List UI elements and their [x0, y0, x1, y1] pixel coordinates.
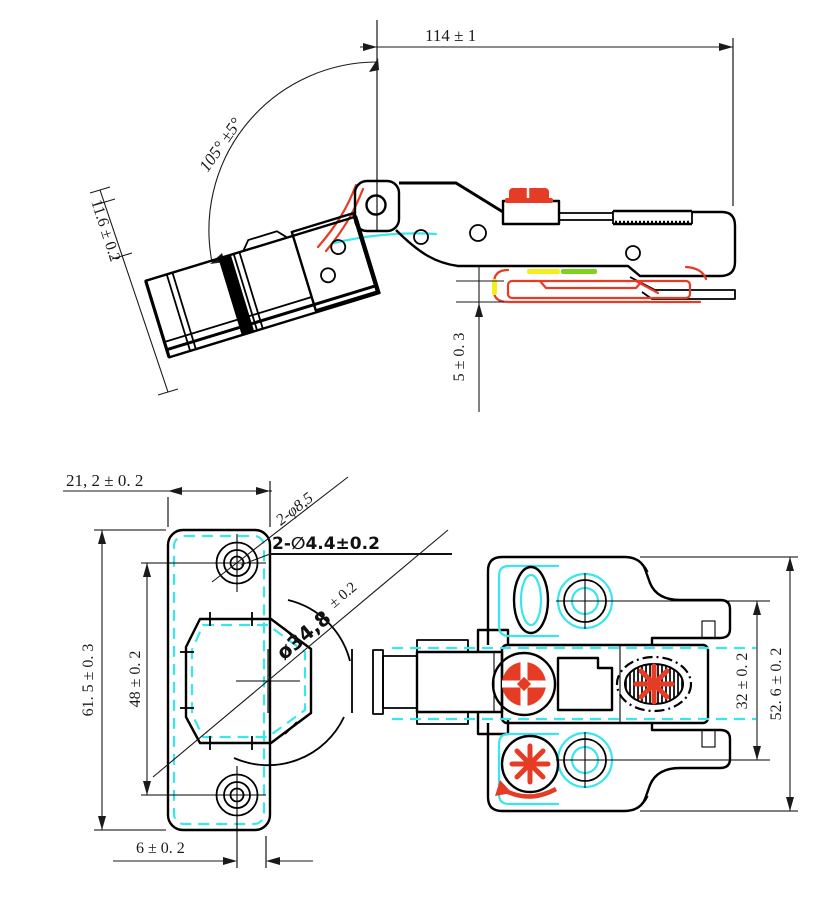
plate-hidden-cyan: [497, 732, 560, 806]
adjust-screw-seat: [501, 199, 561, 226]
cam-star-red: [509, 743, 551, 785]
dim-overall-length-label: 114 ± 1: [425, 26, 476, 45]
dim-cup-depth-group: 11.6 ± 0.2: [87, 197, 123, 263]
wing-hole-bottom: [141, 766, 266, 868]
dim-plate-hole-spacing-label: 32 ± 0. 2: [734, 653, 751, 710]
flange-tab: [701, 729, 716, 748]
cup-bore-arc: [233, 716, 345, 767]
dim-plate-hole-spacing-group: 32 ± 0. 2: [734, 653, 751, 710]
hole-note-pilot-label: 2-∅4.4±0.2: [272, 534, 380, 554]
plan-view: 21, 2 ± 0. 2 2-φ8,5 2-∅4.4±0.2 ø34,8 ± 0…: [63, 471, 798, 868]
wing-plate-hidden: [172, 534, 266, 826]
cup-hinge-block: [290, 212, 379, 312]
dim-hole-spacing-group: 48 ± 0. 2: [127, 651, 144, 708]
knuckle: [353, 179, 401, 233]
slot-oval: [512, 565, 550, 635]
arm-hole: [625, 245, 641, 261]
dim-wing-length-group: 61. 5 ± 0. 3: [80, 644, 97, 717]
dim-plate-height-label: 5 ± 0. 3: [451, 333, 468, 382]
dim-plate-length-label: 52. 6 ± 0. 2: [768, 648, 785, 721]
side-cam-screw: [495, 734, 560, 799]
cup-side-view: [144, 212, 381, 359]
cam-housing: [556, 656, 614, 712]
cup-plan-hidden: [190, 623, 307, 739]
dim-line-cup-depth: [99, 189, 169, 393]
dim-wing-length-label: 61. 5 ± 0. 3: [80, 644, 97, 717]
arrowhead: [363, 43, 377, 51]
height-cam: [615, 655, 693, 713]
arrowhead: [719, 43, 733, 51]
dim-wing-width-label: 21, 2 ± 0. 2: [66, 471, 143, 490]
flange-tab: [701, 620, 716, 639]
mount-plate-top: [486, 555, 732, 645]
arrowhead: [475, 303, 483, 317]
mount-plate-bottom: [486, 723, 732, 813]
dim-hole-spacing-label: 48 ± 0. 2: [127, 651, 144, 708]
angle-arc: [208, 61, 378, 263]
plate-hidden-cyan: [497, 564, 560, 638]
accent-green: [561, 269, 597, 274]
dim-plate-height-group: 5 ± 0. 3: [451, 333, 468, 382]
accent-yellow: [492, 279, 497, 295]
dim-plate-length-group: 52. 6 ± 0. 2: [768, 648, 785, 721]
cup-bore-arc: [287, 599, 351, 662]
side-view: 114 ± 1 105° ±5°: [87, 20, 737, 412]
dim-hole-edge-label: 6 ± 0. 2: [136, 840, 185, 857]
depth-screw: [491, 651, 557, 717]
spring-curve-red: [316, 183, 358, 249]
euro-hole-top: [556, 572, 770, 630]
dim-cup-depth-label: 11.6 ± 0.2: [87, 197, 123, 263]
pivot-hole: [330, 239, 347, 255]
cup-band: [218, 254, 255, 336]
arrowhead: [369, 58, 379, 72]
wing-plate: [166, 528, 272, 832]
arm-hole: [469, 224, 487, 242]
euro-hole-bottom: [556, 731, 770, 789]
accent-yellow: [527, 269, 560, 274]
pivot-hole: [320, 267, 336, 284]
reference-curve-cyan: [332, 232, 438, 245]
dim-opening-angle-label: 105° ±5°: [195, 114, 246, 175]
dim-angle-group: 105° ±5°: [195, 114, 246, 175]
arm-hole: [413, 229, 429, 245]
cam-star-red: [633, 663, 675, 705]
knuckle-hole: [365, 194, 387, 216]
hole-note-outer-label: 2-φ8,5: [273, 490, 317, 529]
cup-ticks: [180, 612, 298, 750]
dim-hole-note-group: 2-φ8,5: [273, 490, 317, 529]
cup-latch-bump: [242, 230, 288, 252]
arm-body: [395, 210, 737, 278]
